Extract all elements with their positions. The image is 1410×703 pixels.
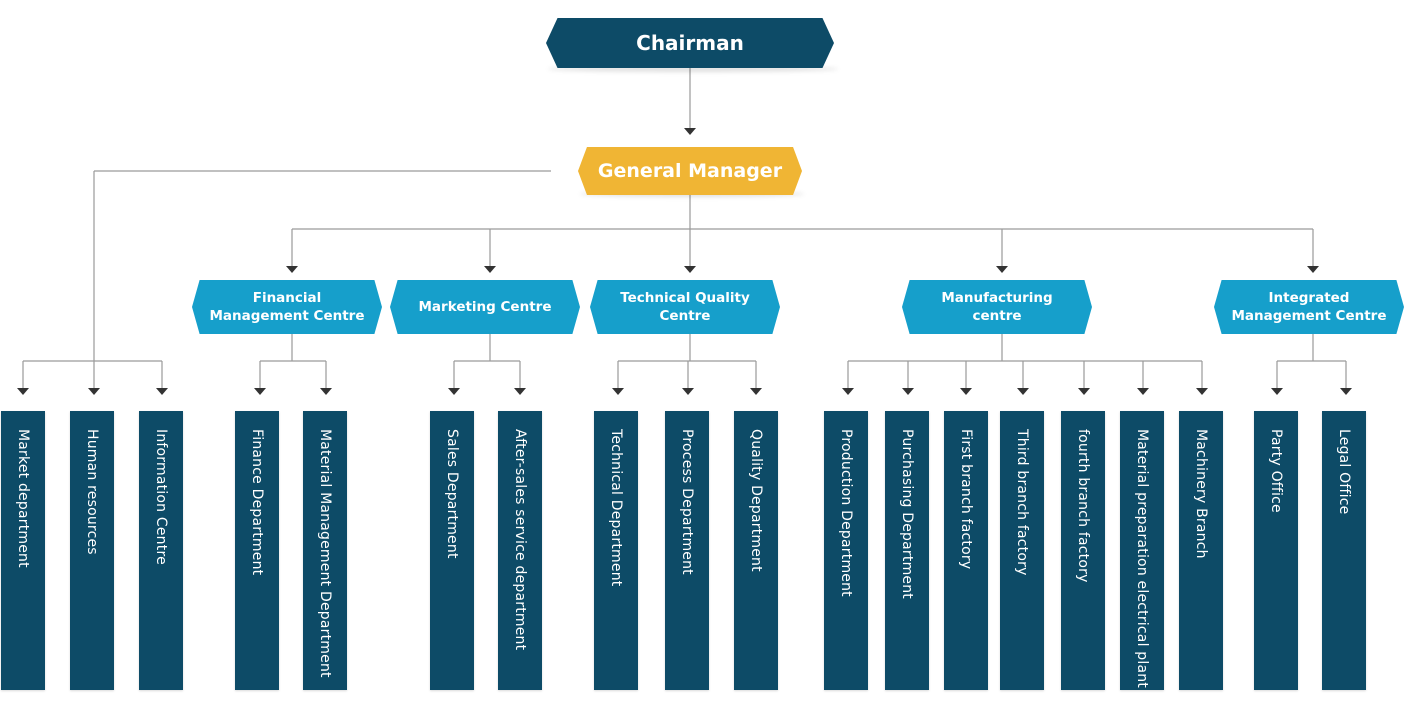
dept-machinery-branch-label: Machinery Branch bbox=[1193, 429, 1209, 559]
dept-first-branch-factory-label: First branch factory bbox=[958, 429, 974, 570]
centre-arrowhead bbox=[996, 266, 1008, 273]
centre-integrated[interactable]: Integrated Management Centre bbox=[1214, 280, 1404, 334]
dept-arrowhead bbox=[1017, 388, 1029, 395]
dept-arrowhead bbox=[254, 388, 266, 395]
chairman-shadow bbox=[548, 66, 838, 72]
direct-dept-arrowhead bbox=[156, 388, 168, 395]
dept-fourth-branch-factory-label: fourth branch factory bbox=[1075, 429, 1091, 583]
gm-arrowhead bbox=[684, 128, 696, 135]
dept-arrowhead bbox=[750, 388, 762, 395]
dept-arrowhead bbox=[960, 388, 972, 395]
centre-financial-label: Financial Management Centre bbox=[209, 290, 365, 324]
centre-integrated-label: Integrated Management Centre bbox=[1231, 290, 1387, 324]
dept-arrowhead bbox=[1196, 388, 1208, 395]
dept-arrowhead bbox=[514, 388, 526, 395]
centre-arrowhead bbox=[684, 266, 696, 273]
dept-production-label: Production Department bbox=[838, 429, 854, 597]
dept-material-management[interactable]: Material Management Department bbox=[303, 411, 347, 690]
centre-arrowhead bbox=[286, 266, 298, 273]
dept-material-preparation-plant[interactable]: Material preparation electrical plant bbox=[1120, 411, 1164, 690]
dept-sales[interactable]: Sales Department bbox=[430, 411, 474, 690]
dept-arrowhead bbox=[842, 388, 854, 395]
dept-first-branch-factory[interactable]: First branch factory bbox=[944, 411, 988, 690]
dept-after-sales-label: After-sales service department bbox=[512, 429, 528, 651]
dept-purchasing-label: Purchasing Department bbox=[899, 429, 915, 599]
centre-arrowhead bbox=[1307, 266, 1319, 273]
general-manager-label: General Manager bbox=[597, 160, 783, 182]
dept-after-sales[interactable]: After-sales service department bbox=[498, 411, 542, 690]
dept-market[interactable]: Market department bbox=[1, 411, 45, 690]
centre-arrowhead bbox=[484, 266, 496, 273]
dept-arrowhead bbox=[1340, 388, 1352, 395]
dept-third-branch-factory[interactable]: Third branch factory bbox=[1000, 411, 1044, 690]
dept-process-label: Process Department bbox=[679, 429, 695, 575]
dept-material-management-label: Material Management Department bbox=[317, 429, 333, 678]
dept-human-resources-label: Human resources bbox=[84, 429, 100, 555]
dept-arrowhead bbox=[682, 388, 694, 395]
dept-legal-office-label: Legal Office bbox=[1336, 429, 1352, 515]
dept-technical[interactable]: Technical Department bbox=[594, 411, 638, 690]
dept-market-label: Market department bbox=[15, 429, 31, 568]
chairman-box[interactable]: Chairman bbox=[546, 18, 834, 68]
centre-manufacturing[interactable]: Manufacturing centre bbox=[902, 280, 1092, 334]
dept-arrowhead bbox=[1271, 388, 1283, 395]
dept-legal-office[interactable]: Legal Office bbox=[1322, 411, 1366, 690]
centre-financial[interactable]: Financial Management Centre bbox=[192, 280, 382, 334]
dept-finance[interactable]: Finance Department bbox=[235, 411, 279, 690]
dept-finance-label: Finance Department bbox=[249, 429, 265, 576]
centre-technical-label: Technical Quality Centre bbox=[620, 290, 750, 324]
centre-marketing[interactable]: Marketing Centre bbox=[390, 280, 580, 334]
dept-arrowhead bbox=[612, 388, 624, 395]
dept-fourth-branch-factory[interactable]: fourth branch factory bbox=[1061, 411, 1105, 690]
dept-quality-label: Quality Department bbox=[748, 429, 764, 572]
dept-human-resources[interactable]: Human resources bbox=[70, 411, 114, 690]
dept-arrowhead bbox=[320, 388, 332, 395]
dept-arrowhead bbox=[1137, 388, 1149, 395]
dept-material-preparation-plant-label: Material preparation electrical plant bbox=[1134, 429, 1150, 689]
dept-technical-label: Technical Department bbox=[608, 429, 624, 587]
direct-dept-arrowhead bbox=[17, 388, 29, 395]
dept-party-office-label: Party Office bbox=[1268, 429, 1284, 513]
centre-manufacturing-label: Manufacturing centre bbox=[941, 290, 1053, 324]
centre-technical[interactable]: Technical Quality Centre bbox=[590, 280, 780, 334]
dept-arrowhead bbox=[448, 388, 460, 395]
dept-third-branch-factory-label: Third branch factory bbox=[1014, 429, 1030, 576]
dept-information-centre[interactable]: Information Centre bbox=[139, 411, 183, 690]
dept-production[interactable]: Production Department bbox=[824, 411, 868, 690]
dept-arrowhead bbox=[1078, 388, 1090, 395]
dept-process[interactable]: Process Department bbox=[665, 411, 709, 690]
direct-dept-arrowhead bbox=[88, 388, 100, 395]
dept-party-office[interactable]: Party Office bbox=[1254, 411, 1298, 690]
dept-arrowhead bbox=[902, 388, 914, 395]
dept-sales-label: Sales Department bbox=[444, 429, 460, 559]
chairman-label: Chairman bbox=[636, 31, 744, 55]
dept-information-centre-label: Information Centre bbox=[153, 429, 169, 565]
dept-purchasing[interactable]: Purchasing Department bbox=[885, 411, 929, 690]
dept-machinery-branch[interactable]: Machinery Branch bbox=[1179, 411, 1223, 690]
general-manager-box[interactable]: General Manager bbox=[578, 147, 802, 195]
centre-marketing-label: Marketing Centre bbox=[418, 299, 552, 315]
dept-quality[interactable]: Quality Department bbox=[734, 411, 778, 690]
